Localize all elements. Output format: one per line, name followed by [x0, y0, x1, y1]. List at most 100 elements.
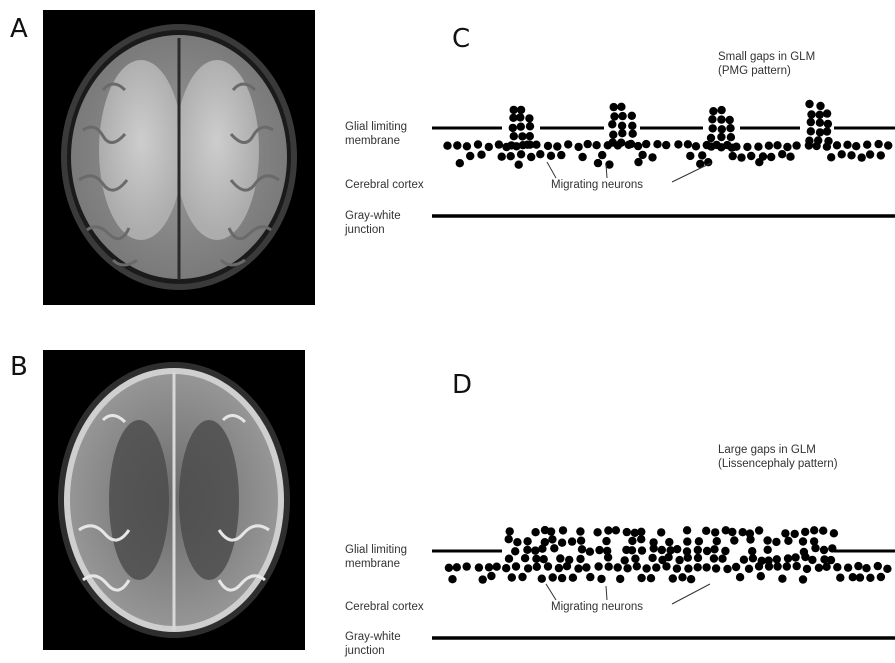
- neuron-dot: [735, 573, 745, 582]
- neuron-dot: [523, 545, 532, 554]
- neuron-dot: [792, 141, 801, 150]
- leader-line-d-1: [545, 583, 557, 601]
- neuron-dot: [826, 555, 836, 565]
- neuron-dot: [657, 545, 666, 555]
- neuron-dot: [598, 150, 607, 160]
- neuron-dot: [754, 142, 763, 151]
- neuron-dot: [592, 141, 601, 150]
- neuron-dot: [617, 138, 626, 147]
- panel-letter-b: B: [10, 352, 28, 382]
- neuron-dot: [709, 554, 719, 563]
- neuron-dot: [824, 136, 833, 146]
- neuron-dot: [617, 102, 626, 112]
- neuron-dot: [855, 573, 865, 582]
- neuron-dot: [865, 150, 875, 159]
- neuron-dot: [613, 563, 622, 572]
- neuron-dot: [518, 132, 527, 141]
- neuron-dot: [554, 563, 564, 573]
- neuron-dot: [626, 139, 636, 149]
- neuron-dot: [756, 572, 765, 581]
- gray-white-label-c-line2: junction: [345, 224, 385, 236]
- neuron-dot: [819, 545, 829, 555]
- neuron-dot: [548, 535, 557, 544]
- neuron-dot: [444, 563, 454, 572]
- neuron-dot: [833, 563, 842, 572]
- neuron-dot: [511, 562, 521, 571]
- neuron-dot: [836, 573, 845, 582]
- neuron-dot: [698, 151, 707, 160]
- neuron-dot: [873, 561, 882, 571]
- neuron-dot: [693, 563, 702, 572]
- neuron-dot: [665, 537, 674, 547]
- neuron-dot: [509, 113, 518, 123]
- neuron-dot: [772, 537, 781, 547]
- neuron-dot: [717, 132, 726, 142]
- neuron-dot: [783, 142, 792, 152]
- neuron-dot: [744, 564, 754, 573]
- neuron-dot: [630, 528, 639, 537]
- neuron-dot: [664, 553, 673, 562]
- neuron-dot: [593, 528, 602, 537]
- neuron-dot: [627, 111, 636, 121]
- mri-image-t1: [43, 10, 315, 305]
- neuron-dot: [710, 545, 719, 554]
- neuron-dot: [583, 139, 592, 149]
- neuron-dot: [649, 538, 658, 547]
- neuron-dot: [633, 141, 643, 151]
- neuron-dot: [763, 536, 772, 545]
- mri-t2-drawing: [58, 362, 290, 638]
- neuron-dot: [576, 527, 585, 536]
- neuron-dot: [513, 538, 522, 547]
- neuron-dot: [548, 573, 557, 582]
- gap-note-d-line2: (Lissencephaly pattern): [718, 458, 838, 470]
- neuron-dot: [536, 150, 545, 159]
- neuron-dot: [731, 562, 741, 572]
- neuron-dot: [805, 136, 814, 145]
- neuron-dot: [634, 157, 643, 167]
- glm-label-c-line2: membrane: [345, 135, 400, 147]
- cortex-label-d: Cerebral cortex: [345, 601, 424, 613]
- neuron-dot: [802, 564, 812, 574]
- neuron-dot: [806, 127, 815, 136]
- neuron-dot: [764, 141, 774, 150]
- neuron-dot: [638, 150, 647, 160]
- neuron-dot: [478, 575, 487, 584]
- neuron-dot: [646, 574, 656, 583]
- neuron-dot: [597, 574, 606, 584]
- migrating-label-c: Migrating neurons: [551, 179, 644, 191]
- neuron-dot: [847, 151, 856, 160]
- leader-line-c-1: [546, 161, 557, 179]
- neuron-dot: [790, 529, 799, 539]
- neuron-dot: [683, 140, 693, 149]
- neuron-dot: [666, 546, 675, 555]
- neuron-dot: [516, 105, 526, 115]
- neuron-dot: [520, 554, 530, 563]
- neuron-dot: [617, 121, 627, 130]
- neuron-dot: [702, 563, 711, 572]
- neuron-dot: [652, 563, 661, 572]
- neuron-dot: [726, 124, 735, 133]
- gap-note-c-line1: Small gaps in GLM: [718, 51, 816, 63]
- neuron-dot: [574, 564, 583, 573]
- neuron-dot: [594, 562, 603, 571]
- neuron-dot: [511, 547, 520, 556]
- neuron-dot: [523, 537, 532, 546]
- neuron-dot: [603, 553, 613, 562]
- neuron-dot: [675, 555, 684, 565]
- neuron-dot: [717, 105, 726, 115]
- neuron-dot: [649, 544, 658, 553]
- neuron-dot: [782, 562, 791, 571]
- neuron-dot: [637, 573, 646, 583]
- neuron-dot: [466, 151, 475, 161]
- neuron-dot: [574, 142, 583, 152]
- neuron-dot: [763, 545, 772, 554]
- neuron-dot: [509, 132, 518, 141]
- neuron-dot: [721, 526, 730, 535]
- neuron-dot: [546, 151, 556, 160]
- neuron-dot: [815, 118, 825, 127]
- neuron-dot: [616, 574, 625, 584]
- neuron-dot: [628, 121, 637, 130]
- neuron-dot: [709, 107, 718, 116]
- neuron-dot: [696, 159, 705, 169]
- neuron-dot: [693, 553, 703, 563]
